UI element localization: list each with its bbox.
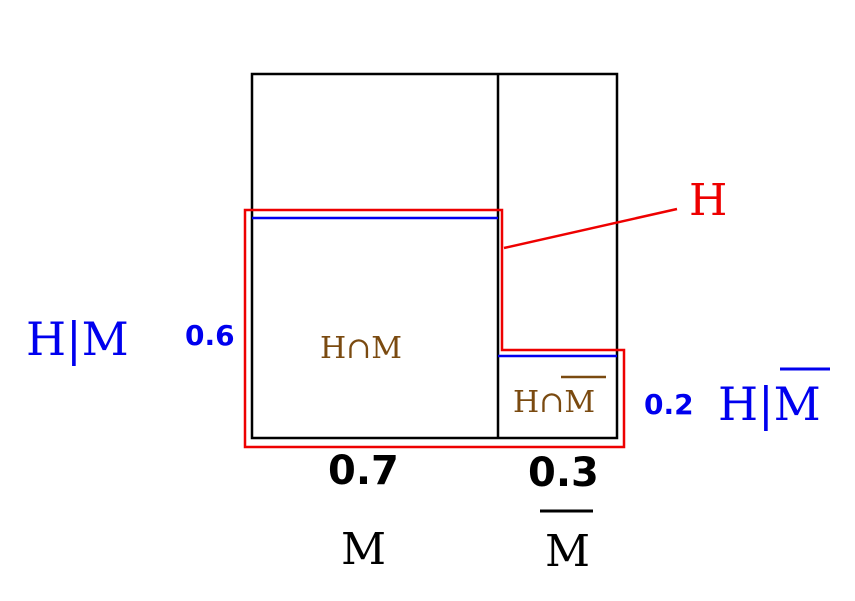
h-given-not-m-value: 0.2 — [644, 388, 694, 421]
h-given-not-m-label: H|M — [718, 377, 821, 431]
intersection-h-not-m-label: H∩M — [513, 385, 595, 420]
not-m-label: M — [545, 526, 590, 577]
sample-space-box — [250, 72, 619, 440]
event-h-label: H — [689, 175, 727, 226]
intersection-prefix: H∩ — [513, 385, 564, 420]
h-given-not-m-m: M — [774, 377, 821, 431]
m-label: M — [341, 524, 386, 575]
intersection-h-m-label: H∩M — [320, 331, 402, 366]
h-pointer-line — [503, 207, 678, 250]
event-h-outline — [243, 208, 626, 449]
not-m-probability-value: 0.3 — [528, 450, 599, 496]
intersection-not-m: M — [564, 385, 595, 420]
h-given-prefix: H| — [718, 377, 774, 431]
m-probability-value: 0.7 — [328, 448, 399, 494]
h-given-m-value: 0.6 — [185, 319, 235, 352]
h-given-m-label: H|M — [26, 312, 129, 366]
